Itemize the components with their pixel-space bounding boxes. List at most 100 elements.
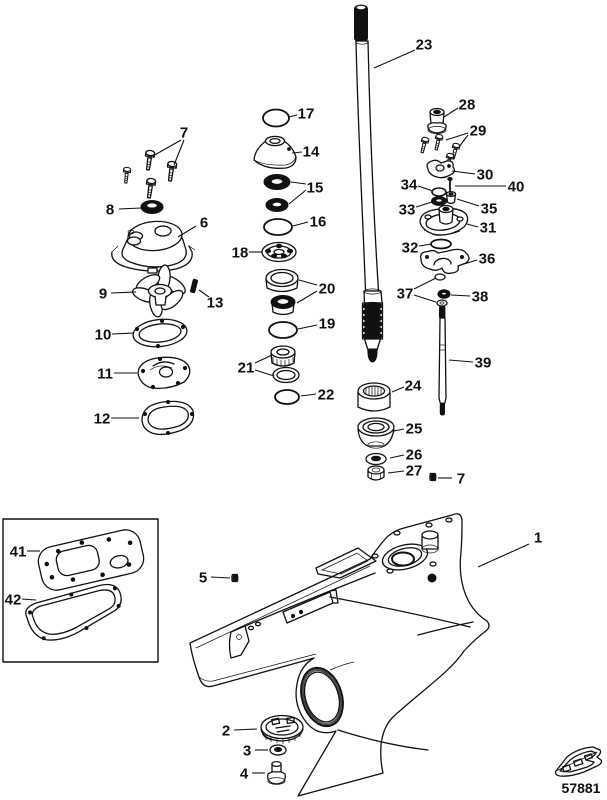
callout-label-1: 1 (534, 530, 542, 547)
part-6-water-pump-cover (111, 220, 196, 274)
part-39-shift-shaft (438, 305, 447, 416)
leader-line-20 (296, 290, 318, 304)
part-13-impeller-key (190, 278, 198, 294)
leader-line-21 (254, 354, 273, 364)
leader-line-22 (300, 393, 317, 397)
callout-label-21: 21 (238, 360, 255, 377)
callout-label-2: 2 (222, 723, 230, 740)
leader-line-7 (152, 139, 182, 157)
part-11-face-plate (137, 356, 191, 390)
leader-line-9 (110, 291, 137, 294)
part-5-clip (231, 573, 239, 583)
leader-line-34 (417, 185, 434, 192)
part-4-drain-plug (267, 760, 286, 785)
leader-line-21 (254, 369, 275, 377)
leader-line-35 (456, 198, 480, 207)
callout-label-7: 7 (180, 125, 188, 142)
part-18-bearing (261, 241, 297, 263)
callout-label-13: 13 (207, 295, 224, 312)
leader-line-1 (477, 543, 530, 568)
part-14-seal-cone (253, 135, 297, 169)
leader-line-29 (458, 134, 469, 148)
callout-label-15: 15 (307, 180, 324, 197)
part-16-o-ring (263, 218, 293, 236)
part-9-impeller (131, 264, 186, 318)
part-28-bushing (427, 107, 447, 134)
part-7-screws (121, 149, 178, 200)
leader-line-36 (463, 259, 478, 265)
callout-label-33: 33 (399, 202, 416, 219)
callout-label-3: 3 (243, 743, 251, 760)
part-10-gasket (132, 318, 188, 349)
part-26-washer (365, 452, 387, 466)
part-42-gasket (25, 583, 122, 641)
leader-line-17 (288, 114, 298, 118)
part-31-shift-shaft-bushing-base (419, 204, 469, 236)
callout-label-10: 10 (95, 327, 112, 344)
callout-label-37: 37 (397, 286, 414, 303)
leader-line-24 (391, 386, 405, 393)
callout-label-19: 19 (319, 316, 336, 333)
callout-label-29: 29 (470, 123, 487, 140)
part-12-gasket (141, 400, 195, 436)
callout-label-25: 25 (406, 421, 423, 438)
callout-label-23: 23 (416, 37, 433, 54)
drawing-number: 57881 (562, 780, 601, 796)
leader-line-23 (373, 49, 416, 69)
callout-label-11: 11 (97, 366, 113, 383)
callout-label-17: 17 (298, 106, 315, 123)
inset-box (2, 518, 159, 663)
part-1-gear-housing (189, 513, 490, 797)
part-30-clamp (426, 159, 456, 179)
leader-line-5 (210, 576, 231, 579)
part-7-clip (429, 472, 437, 482)
callout-label-34: 34 (401, 177, 418, 194)
part-32-o-ring (430, 238, 452, 250)
callout-label-26: 26 (406, 447, 423, 464)
leader-line-29 (445, 132, 469, 141)
callout-label-7: 7 (457, 471, 465, 488)
callout-label-30: 30 (477, 167, 494, 184)
callout-label-27: 27 (406, 463, 423, 480)
callout-label-32: 32 (402, 240, 419, 257)
callout-label-22: 22 (318, 387, 335, 404)
callout-label-42: 42 (5, 592, 22, 609)
callout-label-40: 40 (508, 179, 525, 196)
part-34-o-ring (431, 187, 447, 197)
leader-line-28 (443, 107, 459, 118)
callout-label-20: 20 (319, 281, 336, 298)
part-22-o-ring (274, 389, 300, 405)
callout-label-6: 6 (200, 215, 208, 232)
leader-line-6 (177, 225, 197, 238)
part-15-oil-seals (263, 174, 291, 212)
callout-label-35: 35 (481, 201, 498, 218)
callout-label-41: 41 (10, 544, 27, 561)
leader-line-10 (111, 332, 135, 335)
part-21-bearing-set (270, 345, 300, 384)
callout-label-18: 18 (232, 245, 249, 262)
leader-line-37 (413, 277, 437, 290)
callout-label-16: 16 (310, 214, 327, 231)
leader-line-32 (418, 243, 433, 247)
leader-line-14 (291, 151, 303, 154)
leader-line-42 (21, 598, 37, 601)
callout-label-4: 4 (240, 766, 249, 783)
leader-line-31 (466, 223, 479, 228)
part-19-o-ring (268, 321, 298, 339)
callout-label-28: 28 (459, 97, 476, 114)
callout-label-24: 24 (405, 378, 422, 395)
leader-line-20 (298, 279, 318, 286)
leader-line-25 (393, 428, 405, 432)
part-23-driveshaft (354, 4, 384, 363)
part-25-bearing-cup (357, 417, 395, 449)
part-2-cover (260, 714, 304, 744)
leader-line-33 (415, 201, 433, 208)
callout-label-5: 5 (199, 570, 207, 587)
callout-label-39: 39 (475, 355, 492, 372)
part-8-grommet (140, 200, 164, 214)
leader-line-7 (173, 139, 185, 166)
part-20-tapered-bearing-set (265, 268, 299, 316)
leader-line-37 (413, 294, 437, 303)
part-27-nut (367, 465, 385, 481)
